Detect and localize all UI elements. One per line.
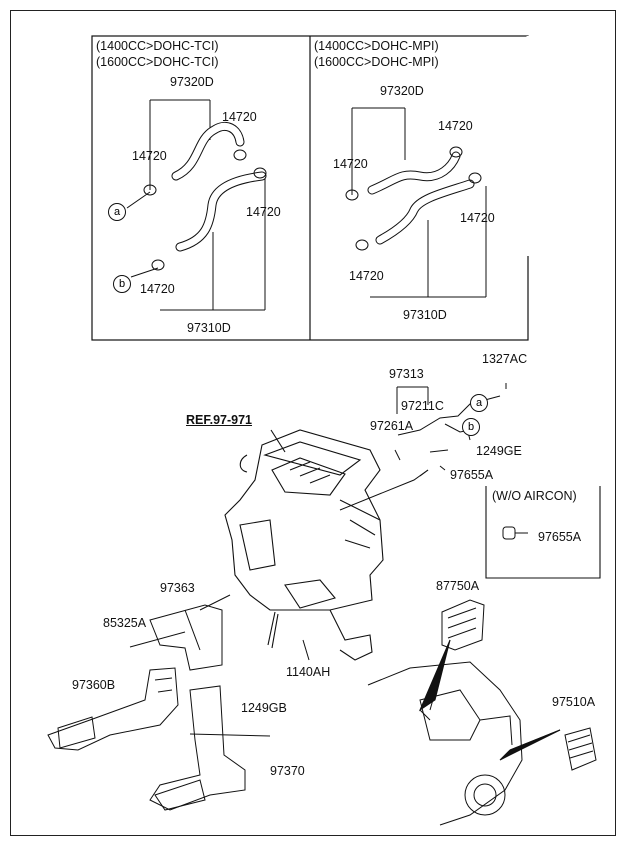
part-14720-mpi-left: 14720	[333, 157, 368, 171]
callout-wedge-87750A	[418, 639, 451, 712]
part-97655A: 97655A	[450, 468, 494, 482]
part-97310D-tci: 97310D	[187, 321, 231, 335]
mpi-spec-line-1: (1400CC>DOHC-MPI)	[314, 39, 439, 53]
callout-b-tci: b	[113, 275, 131, 293]
callout-a-tci: a	[108, 203, 126, 221]
vent-97510A	[564, 727, 597, 771]
tci-spec-line-1: (1400CC>DOHC-TCI)	[96, 39, 219, 53]
callout-wedge-97510A	[499, 729, 561, 761]
vent-87750A	[441, 599, 485, 651]
woaircon-box	[485, 486, 601, 579]
part-1249GE: 1249GE	[476, 444, 522, 458]
part-97360B: 97360B	[72, 678, 116, 692]
leader-lines	[129, 383, 561, 751]
duct-97370	[149, 685, 246, 811]
mpi-spec-line-2: (1600CC>DOHC-MPI)	[314, 55, 439, 69]
part-14720-mpi-bottom: 14720	[349, 269, 384, 283]
part-14720-tci-top: 14720	[222, 110, 257, 124]
callout-b-main: b	[462, 418, 480, 436]
part-1140AH: 1140AH	[286, 665, 331, 679]
duct-97363	[149, 604, 223, 671]
part-14720-tci-bottom: 14720	[140, 282, 175, 296]
part-97510A: 97510A	[552, 695, 596, 709]
part-97313: 97313	[389, 367, 424, 381]
part-1249GB: 1249GB	[241, 701, 287, 715]
part-97320D-tci: 97320D	[170, 75, 214, 89]
callout-a-main: a	[470, 394, 488, 412]
duct-97360B	[47, 667, 179, 751]
woaircon-title: (W/O AIRCON)	[492, 489, 577, 503]
part-97320D-mpi: 97320D	[380, 84, 424, 98]
part-97363: 97363	[160, 581, 195, 595]
mpi-hose-assembly	[345, 107, 487, 298]
part-14720-mpi-top: 14720	[438, 119, 473, 133]
part-14720-tci-left: 14720	[132, 149, 167, 163]
part-87750A: 87750A	[436, 579, 480, 593]
hose-option-boxes	[91, 35, 530, 341]
diagram-frame	[10, 10, 616, 836]
part-97261A: 97261A	[370, 419, 414, 433]
part-85325A: 85325A	[103, 616, 147, 630]
vehicle-rear-view	[367, 661, 523, 826]
heater-unit	[224, 429, 384, 661]
tci-spec-line-2: (1600CC>DOHC-TCI)	[96, 55, 219, 69]
part-97655A-alt: 97655A	[538, 530, 582, 544]
reference-label: REF.97-971	[186, 413, 253, 427]
part-97211C: 97211C	[401, 399, 444, 413]
part-14720-mpi-right: 14720	[460, 211, 495, 225]
tci-hose-assembly	[126, 99, 267, 311]
part-14720-tci-right: 14720	[246, 205, 281, 219]
part-1327AC: 1327AC	[482, 352, 528, 366]
part-97370: 97370	[270, 764, 305, 778]
part-97310D-mpi: 97310D	[403, 308, 447, 322]
